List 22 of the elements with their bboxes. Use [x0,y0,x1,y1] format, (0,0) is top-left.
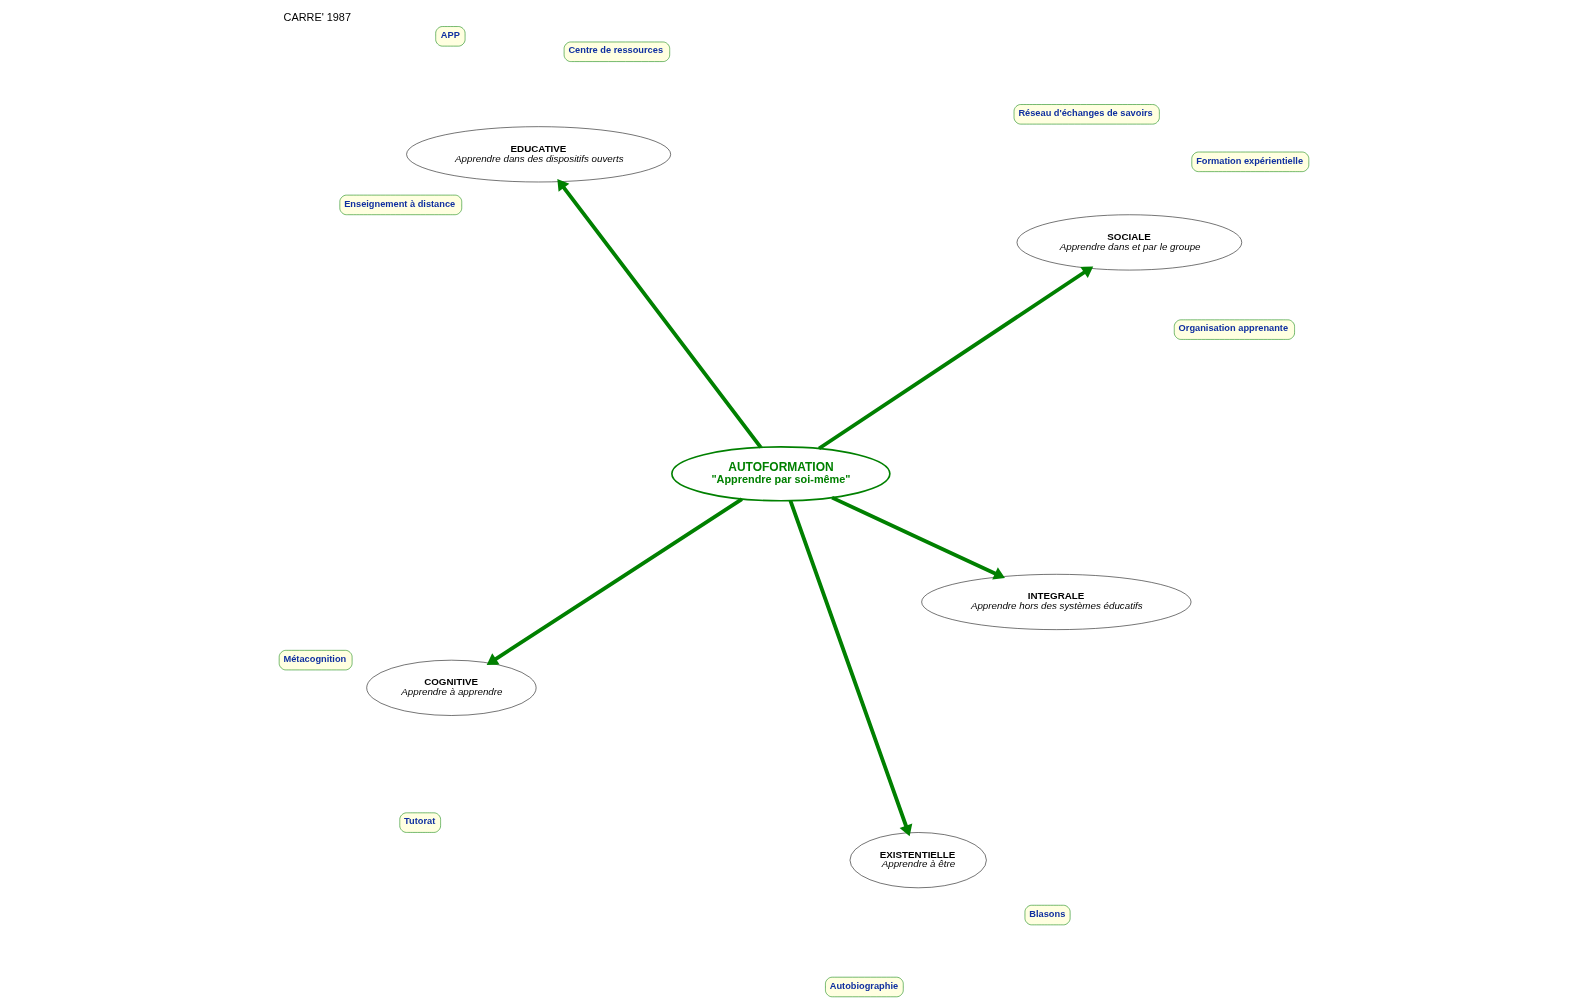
node-box: Organisation apprenante [1173,319,1295,340]
node-ellipse: INTEGRALE Apprendre hors des systèmes éducatifs [920,574,1191,630]
node-box: APP [434,26,465,47]
arrow [817,266,1093,451]
node-box: Réseau d'échanges de savoirs [1013,104,1160,125]
node-box: Formation expérientielle [1191,151,1309,172]
node-box: Blasons [1024,905,1070,926]
node-ellipse: EDUCATIVE Apprendre dans des dispositifs ouverts [405,126,671,183]
node-ellipse: AUTOFORMATION "Apprendre par soi-même" [670,446,891,502]
arrow [788,500,912,837]
diagram-title: CARRE' 1987 [283,11,351,24]
node-ellipse: SOCIALE Apprendre dans et par le groupe [1016,214,1242,271]
node-box: Centre de ressources [563,41,670,62]
arrow [830,495,1005,580]
arrow [556,178,762,449]
node-box: Métacognition [278,650,352,671]
node-box: Enseignement à distance [339,194,462,215]
node-ellipse: COGNITIVE Apprendre à apprendre [365,659,536,716]
node-ellipse: EXISTENTIELLE Apprendre à être [849,832,987,889]
node-box: Tutorat [399,812,441,833]
arrow [486,497,743,665]
node-box: Autobiographie [824,976,904,998]
